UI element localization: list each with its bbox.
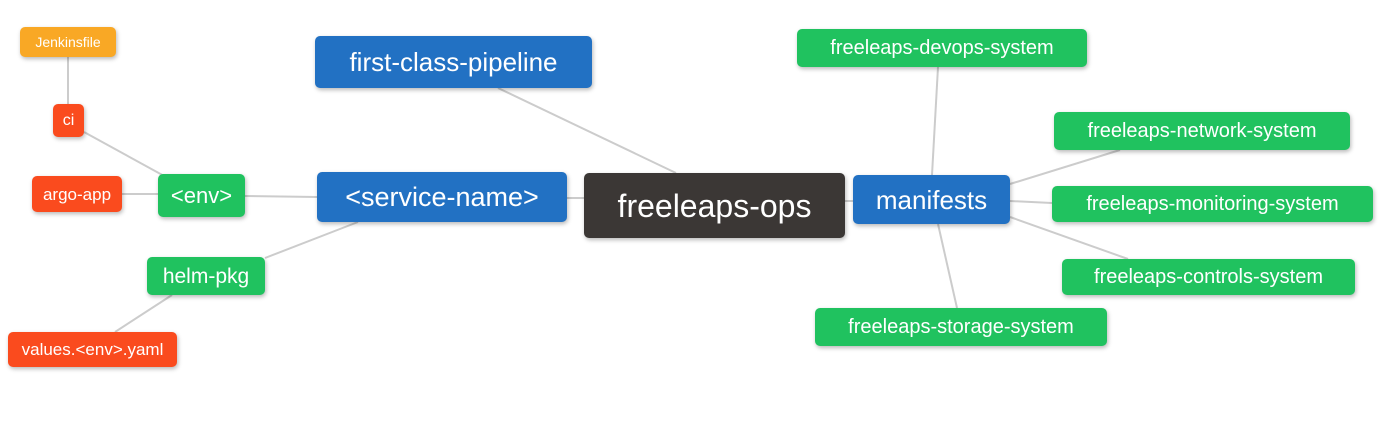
mindmap-node-argo-app[interactable]: argo-app (32, 176, 122, 212)
mindmap-node-env[interactable]: <env> (158, 174, 245, 217)
mindmap-node-first-class-pipeline[interactable]: first-class-pipeline (315, 36, 592, 88)
mindmap-node-freeleaps-network-system[interactable]: freeleaps-network-system (1054, 112, 1350, 150)
mindmap-node-freeleaps-ops[interactable]: freeleaps-ops (584, 173, 845, 238)
mindmap-node-freeleaps-controls-system[interactable]: freeleaps-controls-system (1062, 259, 1355, 295)
mindmap-node-manifests[interactable]: manifests (853, 175, 1010, 224)
edge-manifests-freeleaps-network-system (1009, 149, 1121, 185)
edge-manifests-freeleaps-storage-system (937, 223, 958, 309)
mindmap-node-freeleaps-monitoring-system[interactable]: freeleaps-monitoring-system (1052, 186, 1373, 222)
edge-helm-pkg-service-name (264, 221, 359, 259)
edge-manifests-freeleaps-monitoring-system (1009, 200, 1053, 204)
edge-manifests-freeleaps-devops-system (931, 66, 939, 176)
mindmap-node-freeleaps-storage-system[interactable]: freeleaps-storage-system (815, 308, 1107, 346)
mindmap-node-jenkinsfile[interactable]: Jenkinsfile (20, 27, 116, 57)
mindmap-node-service-name[interactable]: <service-name> (317, 172, 567, 222)
mindmap-node-freeleaps-devops-system[interactable]: freeleaps-devops-system (797, 29, 1087, 67)
edge-env-service-name (244, 195, 318, 198)
edge-values-env-yaml-helm-pkg (114, 294, 173, 333)
edge-first-class-pipeline-freeleaps-ops (497, 87, 677, 174)
edge-ci-env (83, 131, 167, 178)
mindmap-node-values-env-yaml[interactable]: values.<env>.yaml (8, 332, 177, 367)
edge-manifests-freeleaps-controls-system (1009, 216, 1129, 260)
mindmap-node-helm-pkg[interactable]: helm-pkg (147, 257, 265, 295)
mindmap-node-ci[interactable]: ci (53, 104, 84, 137)
